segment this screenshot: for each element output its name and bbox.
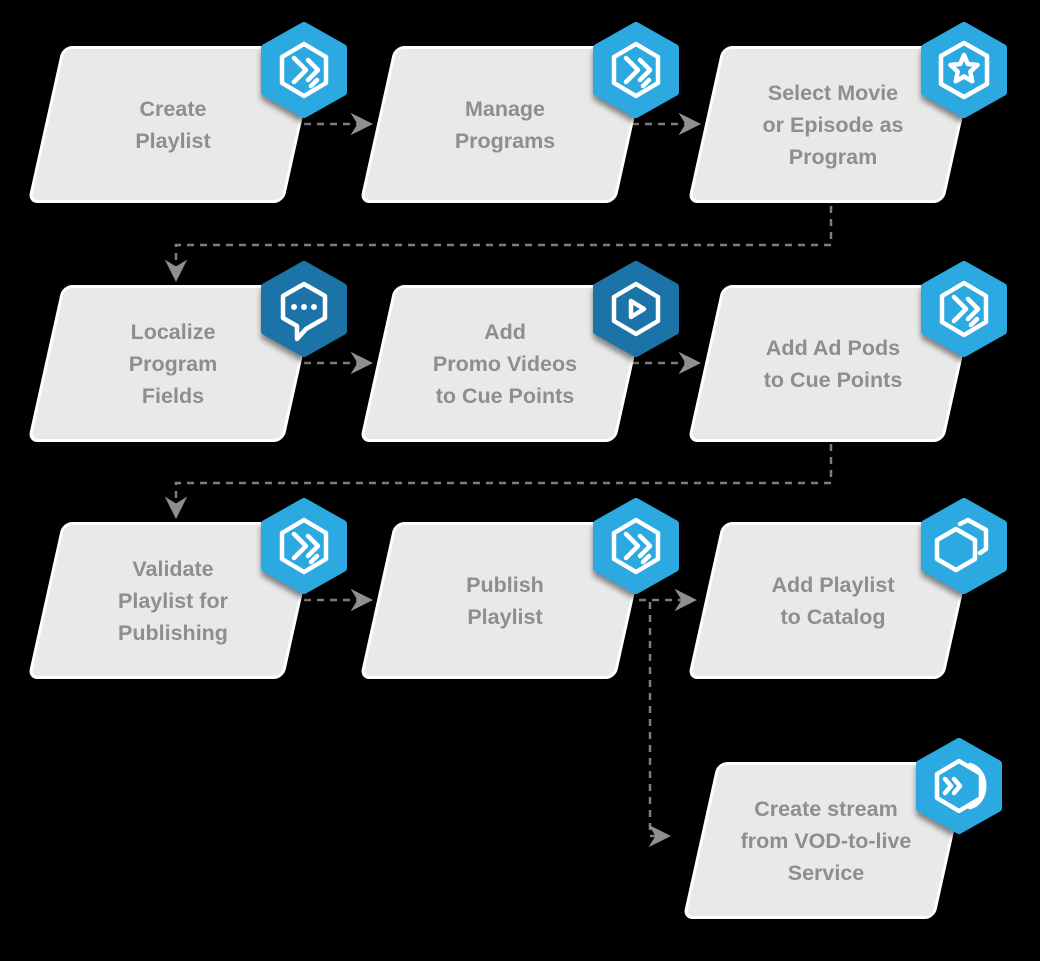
flow-node-label: Add Playlist to Catalog [771, 572, 895, 629]
flow-node-label: Create Playlist [135, 96, 211, 153]
flow-node-localize-program-fields: Localize Program Fields [27, 285, 301, 442]
double-chevron-hexagon-icon [259, 497, 349, 595]
flow-node-label: Select Movie or Episode as Program [762, 80, 904, 169]
flow-node-label: Localize Program Fields [128, 319, 218, 408]
star-hexagon-icon [919, 21, 1009, 119]
stream-refresh-hexagon-icon [914, 737, 1004, 835]
stacked-hexagons-icon [919, 497, 1009, 595]
flow-node-publish-playlist: Publish Playlist [359, 522, 633, 679]
double-chevron-hexagon-icon [259, 21, 349, 119]
double-chevron-hexagon-icon [591, 497, 681, 595]
flow-node-validate-playlist: Validate Playlist for Publishing [27, 522, 301, 679]
flow-node-manage-programs: Manage Programs [359, 46, 633, 203]
flow-node-select-movie: Select Movie or Episode as Program [687, 46, 961, 203]
flow-node-create-playlist: Create Playlist [27, 46, 301, 203]
flow-node-add-ad-pods: Add Ad Pods to Cue Points [687, 285, 961, 442]
flow-node-create-stream-vod: Create stream from VOD-to-live Service [682, 762, 952, 919]
flow-node-add-playlist-to-catalog: Add Playlist to Catalog [687, 522, 961, 679]
flow-node-label: Manage Programs [454, 96, 556, 153]
flow-node-add-promo-videos: Add Promo Videos to Cue Points [359, 285, 633, 442]
flow-node-label: Validate Playlist for Publishing [118, 556, 228, 645]
double-chevron-hexagon-icon [919, 260, 1009, 358]
flow-node-label: Create stream from VOD-to-live Service [740, 796, 912, 885]
double-chevron-hexagon-icon [591, 21, 681, 119]
flow-node-label: Add Ad Pods to Cue Points [763, 335, 903, 392]
play-hexagon-icon [591, 260, 681, 358]
arrow-publish-to-vod-stream [648, 602, 671, 848]
chat-bubble-hexagon-icon [259, 260, 349, 358]
flow-node-label: Publish Playlist [466, 572, 544, 629]
flow-node-label: Add Promo Videos to Cue Points [432, 319, 578, 408]
